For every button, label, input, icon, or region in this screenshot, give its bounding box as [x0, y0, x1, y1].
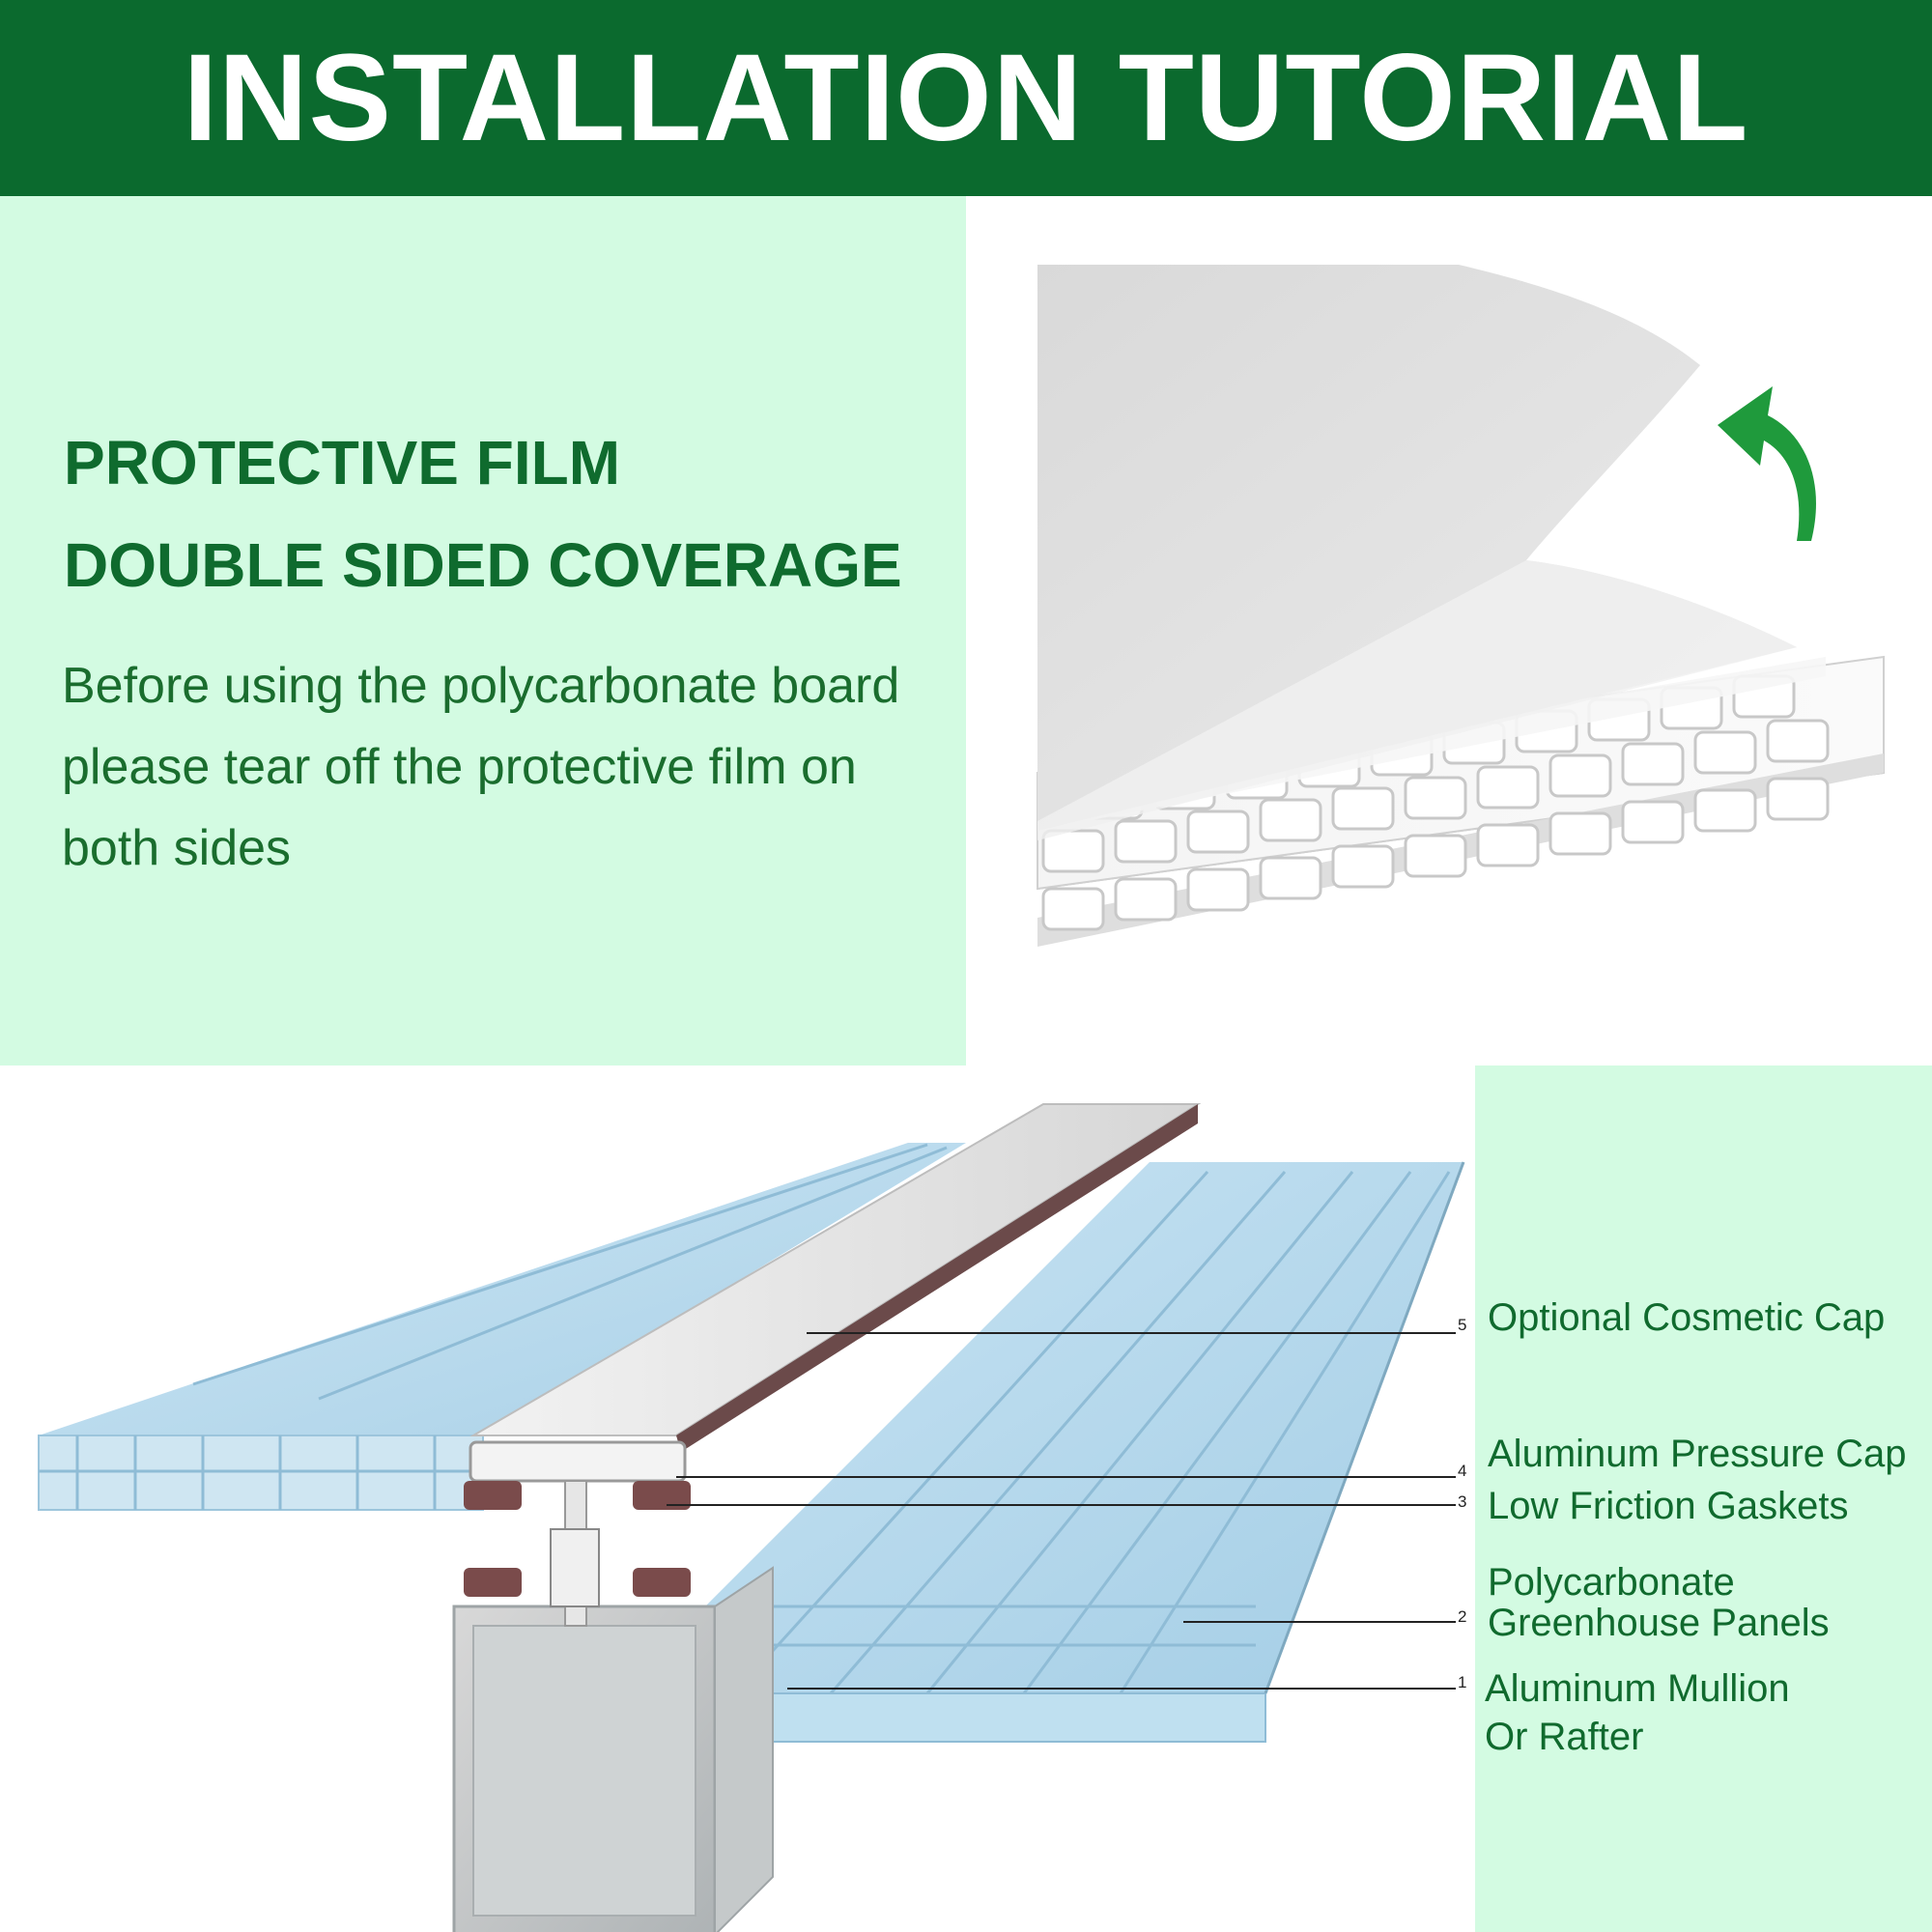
label-low-friction-gaskets: Low Friction Gaskets: [1488, 1485, 1849, 1527]
gasket-lower-right: [633, 1568, 691, 1597]
label-greenhouse-panels: Greenhouse Panels: [1488, 1602, 1830, 1644]
protective-film-illustration: [1037, 265, 1885, 947]
gasket-upper-right: [633, 1481, 691, 1510]
label-aluminum-pressure-cap: Aluminum Pressure Cap: [1488, 1433, 1907, 1475]
part-number-1: 1: [1458, 1673, 1467, 1691]
header-banner: INSTALLATION TUTORIAL: [0, 0, 1932, 196]
glazing-assembly-illustration: [38, 1103, 1465, 1932]
protective-film-panel: [0, 196, 966, 1065]
parts-label-panel: [1475, 1065, 1932, 1932]
left-polycarbonate-panel: [39, 1143, 966, 1435]
gasket-upper-left: [464, 1481, 522, 1510]
label-aluminum-mullion: Aluminum Mullion: [1485, 1667, 1790, 1710]
page-title: INSTALLATION TUTORIAL: [183, 29, 1749, 167]
label-polycarbonate: Polycarbonate: [1488, 1561, 1735, 1604]
peel-arrow-icon: [1718, 386, 1816, 541]
instruction-text: Before using the polycarbonate board ple…: [62, 658, 900, 876]
part-number-5: 5: [1458, 1316, 1467, 1334]
pressure-cap-profile: [469, 1440, 687, 1483]
part-number-3: 3: [1458, 1492, 1467, 1511]
label-optional-cosmetic-cap: Optional Cosmetic Cap: [1488, 1296, 1886, 1339]
part-number-2: 2: [1458, 1607, 1467, 1626]
part-number-4: 4: [1458, 1462, 1467, 1480]
double-sided-heading: DOUBLE SIDED COVERAGE: [64, 530, 902, 600]
gasket-lower-left: [464, 1568, 522, 1597]
gasket-strip: [676, 1104, 1198, 1452]
label-or-rafter: Or Rafter: [1485, 1716, 1644, 1758]
protective-film-heading: PROTECTIVE FILM: [64, 428, 620, 497]
